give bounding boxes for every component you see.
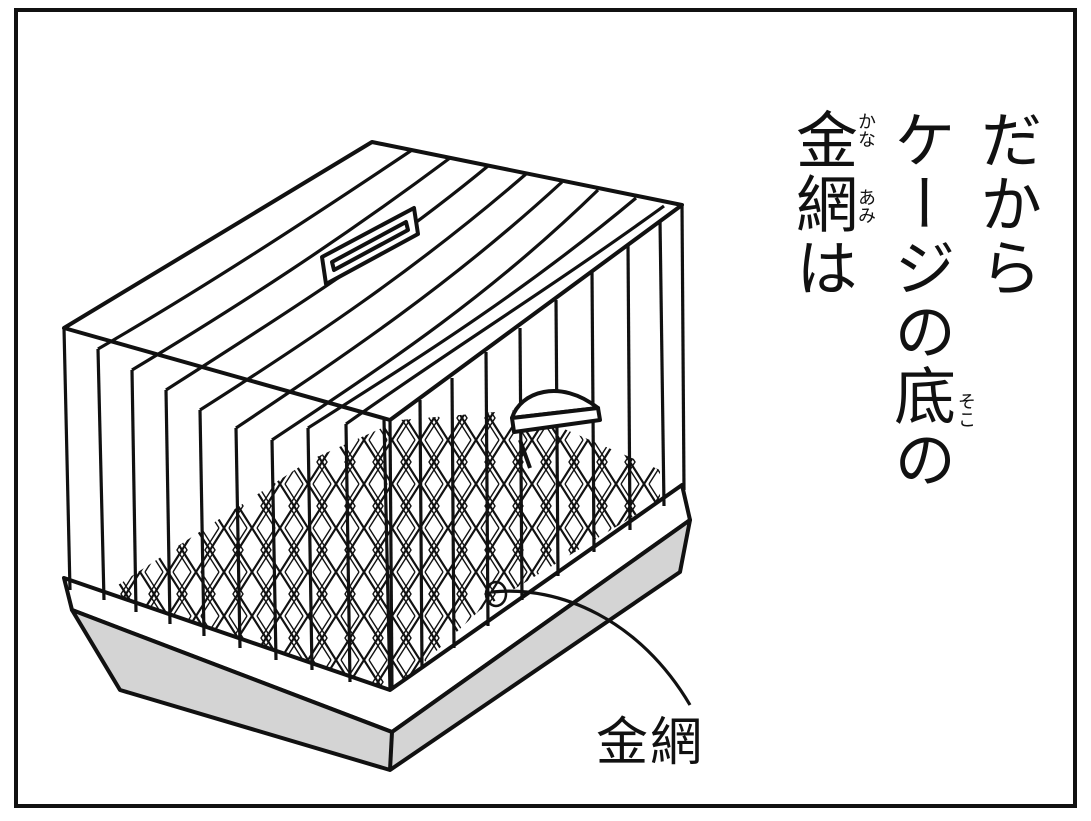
- ruby-ami: あみ: [855, 188, 876, 224]
- ruby-kana: かな: [855, 112, 876, 148]
- caption-col-3: 金網は: [785, 108, 858, 300]
- wire-mesh-label: 金網: [596, 713, 705, 773]
- feeder: [510, 389, 602, 469]
- ruby-soko: そこ: [955, 392, 976, 428]
- pointer-line: [491, 589, 692, 706]
- side-bars: [388, 204, 686, 691]
- caption-col-2: ケージの底の: [883, 108, 956, 492]
- cage-handle: [320, 206, 420, 286]
- panel-border: [14, 8, 1077, 808]
- front-bars: [62, 327, 392, 691]
- caption-col-1: だから: [969, 108, 1042, 300]
- cage-roof: [62, 140, 684, 422]
